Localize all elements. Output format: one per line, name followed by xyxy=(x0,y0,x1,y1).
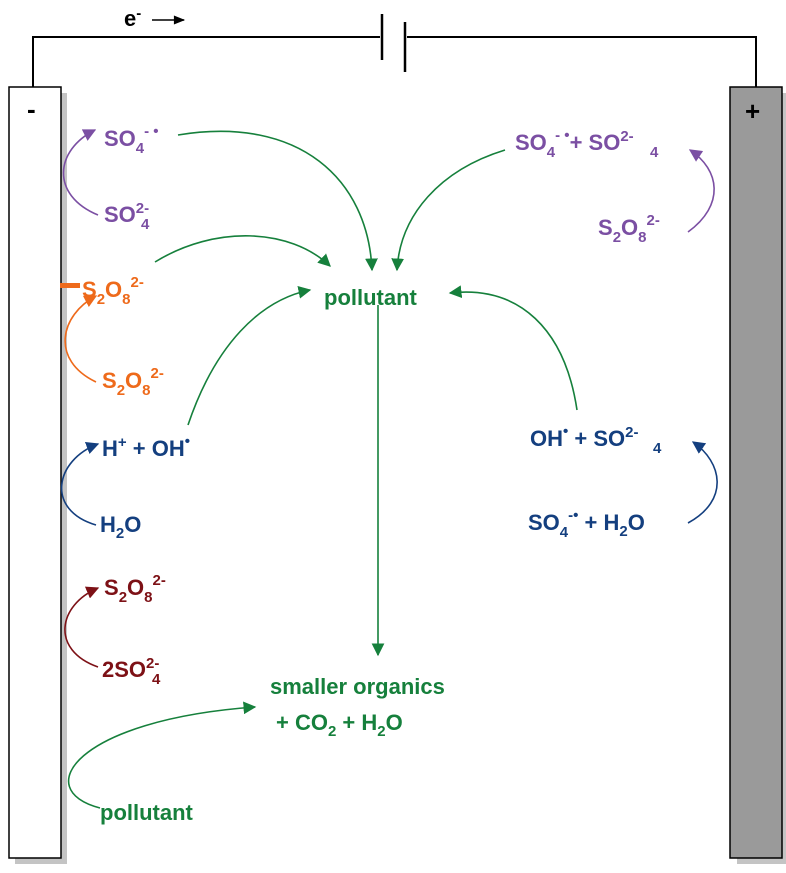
label-anode-so4-h2o: SO4-• + H2O xyxy=(528,507,645,541)
label-products-line1: smaller organics xyxy=(270,674,445,699)
wire-left xyxy=(32,36,380,87)
pollutant-arrows xyxy=(67,130,578,809)
arrow-h2o-to-h-oh xyxy=(60,442,100,526)
arrow-so4-to-radical xyxy=(62,129,99,216)
arrow-cathode-pollutant-to-products xyxy=(67,701,257,809)
cathode-plate xyxy=(8,86,62,859)
arrow-s2o8-to-so4-radical xyxy=(687,149,715,233)
label-h2o: H2O xyxy=(100,512,141,542)
external-circuit: e- xyxy=(32,5,757,87)
label-anode-oh-so4: OH• + SO2-4 xyxy=(530,423,662,457)
anode-sign: + xyxy=(745,96,760,126)
arrow-2so4-to-s2o8 xyxy=(64,586,100,668)
label-so4-2minus: SO2-4 xyxy=(104,200,150,233)
label-pollutant: pollutant xyxy=(324,285,418,310)
arrow-so4-h2o-to-oh xyxy=(687,441,718,524)
label-s2o8-orange: S2O82- xyxy=(102,365,164,399)
label-s2o8-maroon: S2O82- xyxy=(104,572,166,606)
arrow-anode-so4-to-pollutant xyxy=(391,149,506,272)
label-s2o8-activated: S2O82- xyxy=(82,274,144,308)
arrow-s2o8-to-pollutant xyxy=(154,235,331,267)
arrow-oh-to-pollutant xyxy=(187,285,312,426)
activation-bond-mark xyxy=(60,283,80,288)
wire-right xyxy=(407,36,757,87)
anode-plate xyxy=(729,86,783,859)
label-cathode-pollutant: pollutant xyxy=(100,800,194,825)
arrow-anode-oh-to-pollutant xyxy=(448,285,578,411)
label-products-line2: + CO2 + H2O xyxy=(276,710,403,740)
anode: + xyxy=(729,86,786,864)
label-h-plus-oh: H+ + OH• xyxy=(102,433,190,461)
cathode-sign: - xyxy=(27,94,36,124)
cathode: - xyxy=(8,86,67,864)
arrow-so4-radical-to-pollutant xyxy=(177,130,378,272)
label-anode-s2o8: S2O82- xyxy=(598,212,660,246)
label-2so4: 2SO2-4 xyxy=(102,655,161,688)
arrow-s2o8-activation xyxy=(64,295,98,383)
label-anode-so4-radical-so4: SO4- •+ SO2-4 xyxy=(515,127,659,161)
label-so4-radical: SO4- • xyxy=(104,123,159,157)
electron-label: e- xyxy=(124,5,141,31)
